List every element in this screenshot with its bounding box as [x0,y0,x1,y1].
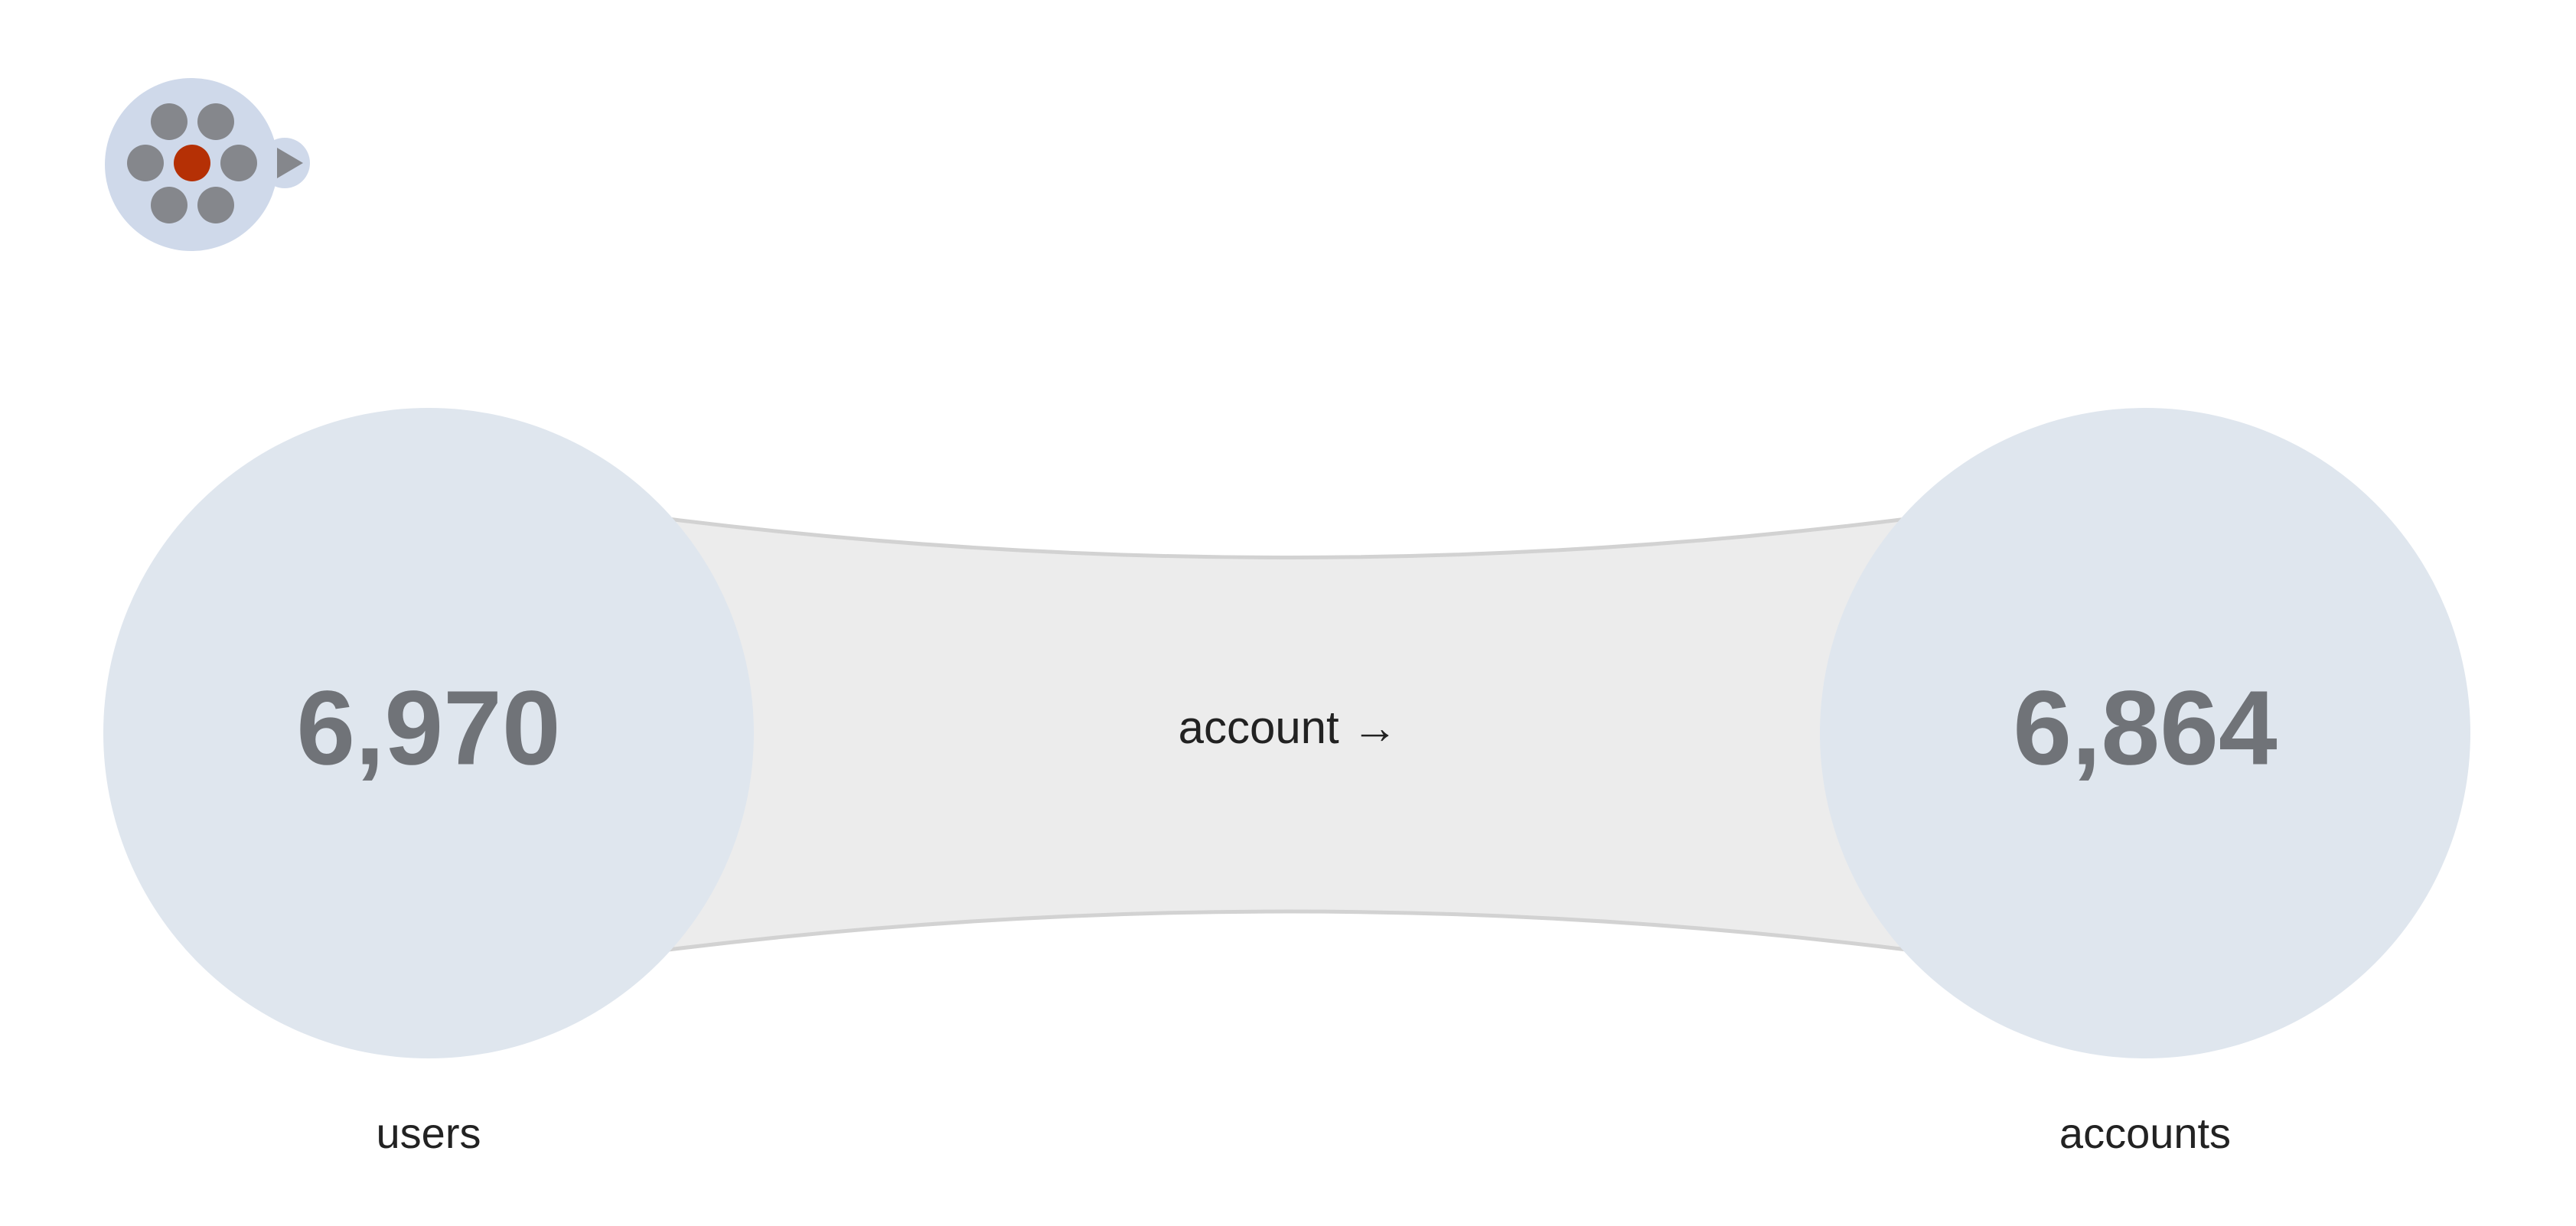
relationship-edge[interactable] [662,518,1913,950]
logo-play-button[interactable] [105,78,310,251]
node-users-count: 6,970 [296,669,560,787]
edge-label: account → [1179,702,1398,753]
node-accounts-label: accounts [2059,1109,2231,1157]
logo-dot [197,103,234,140]
logo-dot [151,103,187,140]
logo-dot-active [174,145,210,181]
node-users[interactable]: 6,970 [103,408,754,1058]
node-accounts-count: 6,864 [2013,669,2278,787]
relationship-edge-bottom-border [661,909,1914,953]
logo-dot [151,187,187,223]
logo-dot [220,145,257,181]
node-users-label: users [377,1109,481,1157]
node-users-circle [103,408,754,1058]
node-accounts[interactable]: 6,864 [1820,408,2470,1058]
logo-dot [197,187,234,223]
relationship-edge-top-border [661,516,1914,559]
node-accounts-circle [1820,408,2470,1058]
logo-dot [127,145,164,181]
play-icon [277,148,303,178]
